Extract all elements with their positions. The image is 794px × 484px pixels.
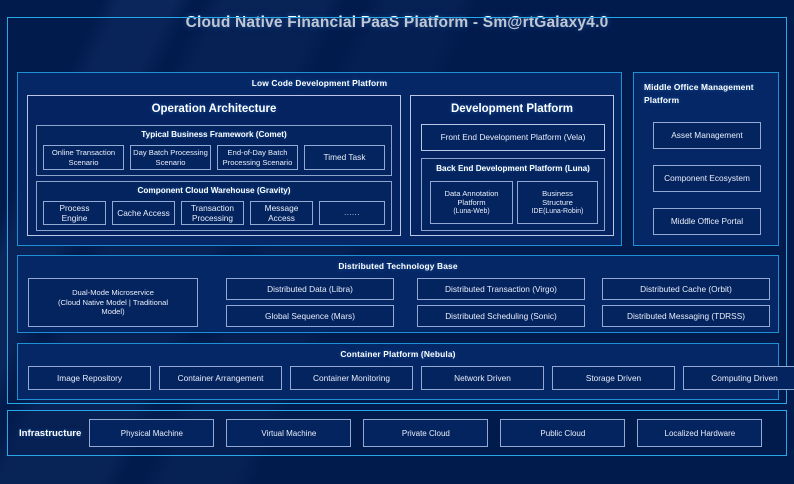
box-timed-task[interactable]: Timed Task (304, 145, 385, 170)
box-distributed-data[interactable]: Distributed Data (Libra) (226, 278, 394, 300)
box-distributed-cache[interactable]: Distributed Cache (Orbit) (602, 278, 770, 300)
panel-container-platform: Container Platform (Nebula) Image Reposi… (17, 343, 794, 400)
box-component-ecosystem[interactable]: Component Ecosystem (653, 165, 761, 192)
box-data-annotation-platform[interactable]: Data Annotation Platform (Luna-Web) (430, 181, 513, 224)
data-annotation-line1: Data Annotation (444, 188, 499, 198)
panel-distributed-technology-base: Distributed Technology Base Dual-Mode Mi… (17, 255, 779, 333)
subpanel-development-platform: Development Platform Front End Developme… (410, 95, 614, 236)
business-structure-line1: Business (542, 188, 573, 198)
box-private-cloud[interactable]: Private Cloud (363, 419, 489, 447)
box-global-sequence[interactable]: Global Sequence (Mars) (226, 305, 394, 327)
business-structure-line3: IDE(Luna-Robin) (531, 207, 584, 215)
box-image-repository[interactable]: Image Repository (28, 366, 151, 390)
distributed-base-title: Distributed Technology Base (338, 261, 458, 271)
data-annotation-line2: Platform (457, 198, 486, 208)
back-end-development-platform-title: Back End Development Platform (Luna) (436, 164, 590, 173)
box-middle-office-portal[interactable]: Middle Office Portal (653, 208, 761, 235)
box-localized-hardware[interactable]: Localized Hardware (637, 419, 763, 447)
box-process-engine[interactable]: Process Engine (43, 201, 106, 225)
data-annotation-line3: (Luna-Web) (453, 207, 490, 215)
box-storage-driven[interactable]: Storage Driven (552, 366, 675, 390)
box-asset-management[interactable]: Asset Management (653, 122, 761, 149)
middle-office-title: Middle Office Management Platform (644, 82, 754, 105)
box-container-monitoring[interactable]: Container Monitoring (290, 366, 413, 390)
box-online-transaction-scenario[interactable]: Online Transaction Scenario (43, 145, 124, 170)
box-front-end-development-platform[interactable]: Front End Development Platform (Vela) (421, 124, 605, 151)
group-typical-business-framework: Typical Business Framework (Comet) Onlin… (36, 125, 392, 176)
subpanel-operation-architecture: Operation Architecture Typical Business … (27, 95, 401, 236)
operation-architecture-title: Operation Architecture (151, 103, 277, 115)
box-distributed-transaction[interactable]: Distributed Transaction (Virgo) (417, 278, 585, 300)
box-cache-access[interactable]: Cache Access (112, 201, 175, 225)
box-day-batch-processing-scenario[interactable]: Day Batch Processing Scenario (130, 145, 211, 170)
business-structure-line2: Structure (542, 198, 573, 208)
box-distributed-messaging[interactable]: Distributed Messaging (TDRSS) (602, 305, 770, 327)
box-computing-driven[interactable]: Computing Driven (683, 366, 794, 390)
page-title: Cloud Native Financial PaaS Platform - S… (185, 14, 609, 31)
container-platform-title: Container Platform (Nebula) (340, 349, 456, 359)
typical-business-framework-title: Typical Business Framework (Comet) (141, 130, 287, 139)
panel-low-code-development-platform: Low Code Development Platform Operation … (17, 72, 622, 246)
box-physical-machine[interactable]: Physical Machine (89, 419, 215, 447)
component-cloud-warehouse-title: Component Cloud Warehouse (Gravity) (137, 186, 291, 195)
box-transaction-processing[interactable]: Transaction Processing (181, 201, 244, 225)
dual-mode-line1: Dual-Mode Microservice (72, 288, 154, 298)
box-container-arrangement[interactable]: Container Arrangement (159, 366, 282, 390)
box-more-components[interactable]: ...... (319, 201, 385, 225)
group-back-end-development-platform: Back End Development Platform (Luna) Dat… (421, 158, 605, 231)
box-network-driven[interactable]: Network Driven (421, 366, 544, 390)
box-message-access[interactable]: Message Access (250, 201, 313, 225)
low-code-title: Low Code Development Platform (251, 78, 388, 88)
dual-mode-line2: (Cloud Native Model | Traditional (57, 297, 169, 307)
dual-mode-line3: Model) (101, 307, 125, 317)
box-public-cloud[interactable]: Public Cloud (500, 419, 626, 447)
box-virtual-machine[interactable]: Virtual Machine (226, 419, 352, 447)
group-component-cloud-warehouse: Component Cloud Warehouse (Gravity) Proc… (36, 181, 392, 231)
main-frame: Low Code Development Platform Operation … (7, 17, 794, 404)
infrastructure-label: Infrastructure (19, 427, 82, 439)
development-platform-title: Development Platform (450, 103, 574, 115)
box-distributed-scheduling[interactable]: Distributed Scheduling (Sonic) (417, 305, 585, 327)
box-dual-mode-microservice[interactable]: Dual-Mode Microservice (Cloud Native Mod… (28, 278, 198, 327)
box-end-of-day-batch-processing-scenario[interactable]: End-of-Day Batch Processing Scenario (217, 145, 298, 170)
panel-middle-office-management-platform: Middle Office Management Platform Asset … (633, 72, 779, 246)
box-business-structure-ide[interactable]: Business Structure IDE(Luna-Robin) (517, 181, 598, 224)
panel-infrastructure: Infrastructure Physical Machine Virtual … (7, 410, 787, 456)
